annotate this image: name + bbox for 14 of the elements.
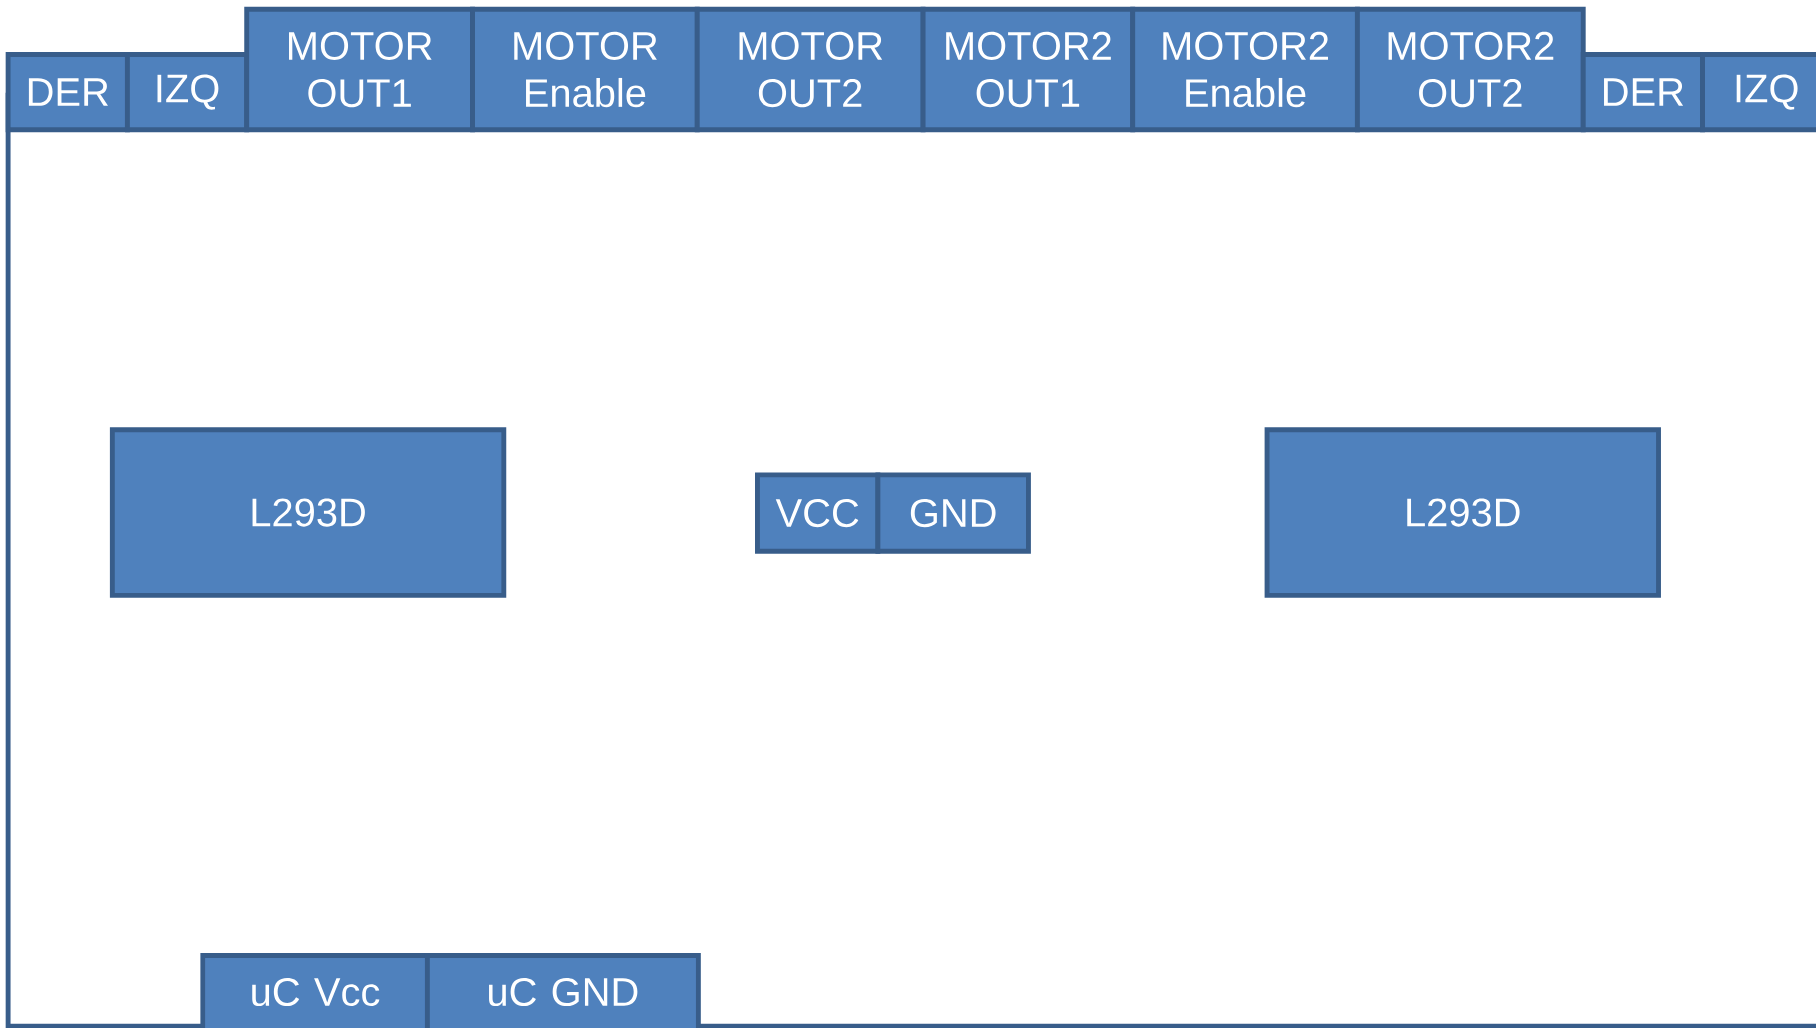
- pin-box: MOTOR2 Enable: [1130, 6, 1360, 132]
- pin-box: MOTOR2 OUT1: [920, 6, 1136, 132]
- pin-box: MOTOR OUT2: [694, 6, 926, 132]
- pin-box: GND: [875, 472, 1031, 554]
- pin-box: uC GND: [424, 952, 701, 1028]
- pin-box: IZQ: [1700, 51, 1816, 132]
- pin-box: L293D: [109, 427, 507, 598]
- pin-box: MOTOR Enable: [470, 6, 700, 132]
- pin-box: DER: [5, 51, 130, 132]
- pin-box: uC Vcc: [200, 952, 430, 1028]
- pin-box: DER: [1580, 51, 1705, 132]
- pin-box: VCC: [755, 472, 881, 554]
- pin-box: L293D: [1264, 427, 1661, 598]
- pin-box: IZQ: [124, 51, 250, 132]
